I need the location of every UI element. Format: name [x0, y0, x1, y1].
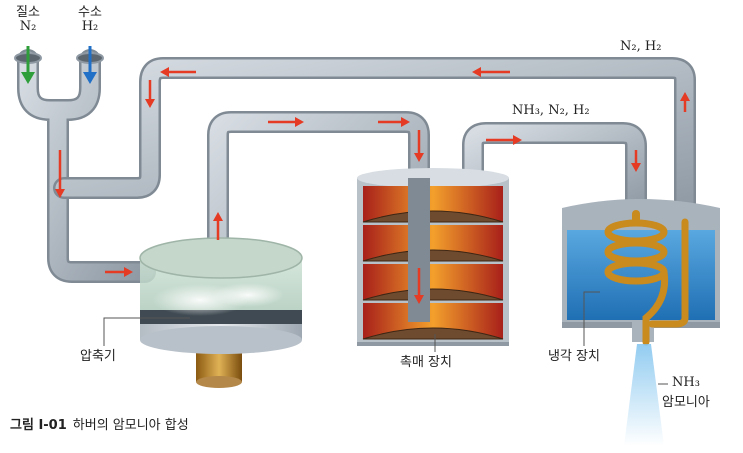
compressor-top	[139, 237, 303, 279]
inlet-arrows	[21, 46, 97, 84]
flow-arrows	[55, 67, 690, 304]
flow-arrow-head-9	[680, 92, 690, 101]
flow-arrow-head-3	[295, 117, 304, 127]
nitrogen-label: 질소 N₂	[10, 5, 46, 35]
compressor-leader	[103, 317, 190, 346]
flow-arrow-head-8	[631, 163, 641, 172]
hydrogen-formula: H₂	[81, 19, 99, 35]
flow-arrow-head-6	[414, 295, 424, 304]
flow-arrow-head-11	[160, 67, 169, 77]
recycle-gas-label: N₂, H₂	[620, 39, 662, 54]
mixed-gas-label: NH₃, N₂, H₂	[512, 103, 590, 118]
figure-caption: 그림 Ⅰ-01 하버의 암모니아 합성	[10, 414, 189, 433]
flow-arrow-head-1	[124, 267, 133, 277]
flow-arrow-head-4	[401, 117, 410, 127]
hydrogen-name: 수소	[78, 5, 102, 20]
ammonia-name-label: 암모니아	[662, 395, 710, 410]
ammonia-spray	[624, 344, 664, 446]
flow-arrow-head-0	[55, 189, 65, 198]
ammonia-formula-label: NH₃	[672, 375, 700, 390]
nitrogen-formula: N₂	[19, 19, 37, 35]
cooling-coil	[604, 210, 689, 346]
cooler-label: 냉각 장치	[548, 349, 600, 364]
figure-title: 하버의 암모니아 합성	[72, 418, 189, 433]
catalyst-label: 촉매 장치	[400, 355, 452, 370]
hydrogen-label: 수소 H₂	[72, 5, 108, 35]
nitrogen-name: 질소	[16, 5, 40, 20]
pipe-network	[17, 49, 696, 331]
flow-arrow-head-2	[213, 212, 223, 221]
figure-number: 그림 Ⅰ-01	[10, 418, 67, 433]
flow-arrow-head-7	[513, 135, 522, 145]
cooler-leader	[583, 291, 600, 346]
compressor	[139, 237, 303, 388]
flow-arrow-head-12	[145, 99, 155, 108]
flow-arrow-head-10	[472, 67, 481, 77]
catalyst-beds	[362, 210, 504, 340]
flow-arrow-head-5	[414, 153, 424, 162]
compressor-label: 압축기	[80, 349, 116, 364]
catalyst-chamber	[357, 168, 509, 346]
leader-lines	[103, 291, 668, 385]
